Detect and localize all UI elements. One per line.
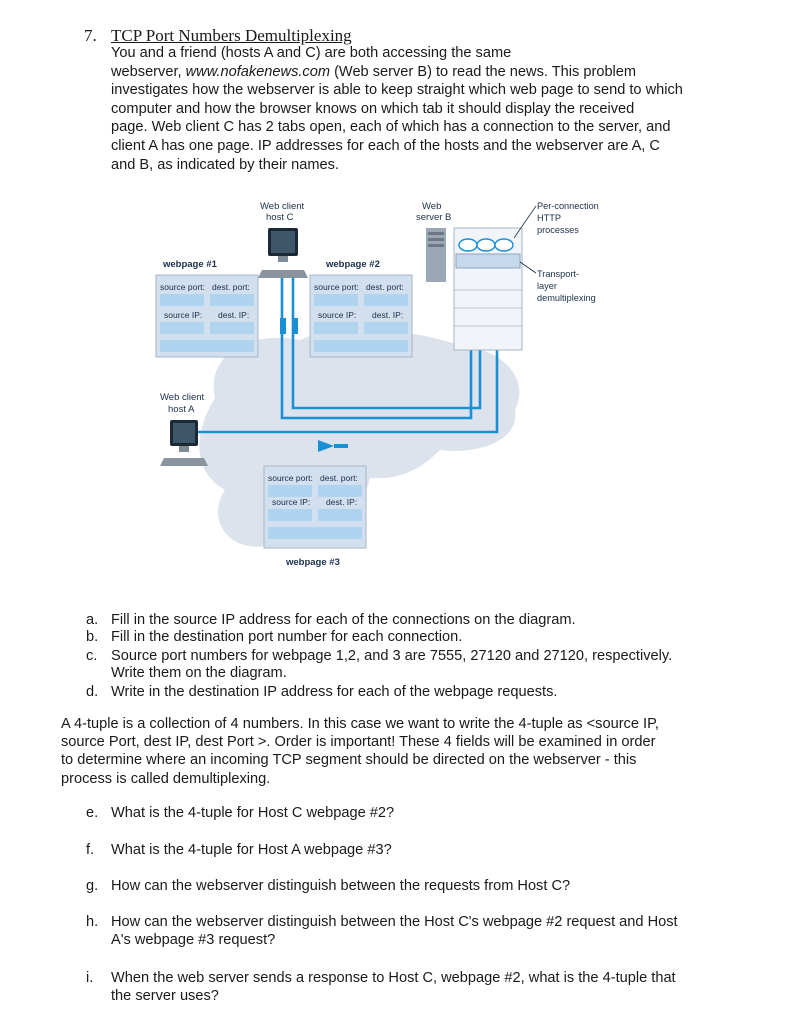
- webpage3-dest-ip-label: dest. IP:: [326, 497, 357, 507]
- question-i-text-2: the server uses?: [111, 988, 219, 1004]
- website-url: www.nofakenews.com: [185, 63, 331, 80]
- question-h-text-2: A's webpage #3 request?: [111, 932, 276, 948]
- webpage1-dest-ip-label: dest. IP:: [218, 310, 249, 320]
- web-client-c-label: Web client: [260, 201, 305, 212]
- paragraph-line-1: A 4-tuple is a collection of 4 numbers. …: [61, 716, 659, 732]
- intro-line-3: investigates how the webserver is able t…: [111, 82, 683, 99]
- paragraph-line-4: process is called demultiplexing.: [61, 770, 271, 787]
- problem-title: 7. TCP Port Numbers Demultiplexing: [84, 26, 352, 46]
- question-b-letter: b.: [86, 629, 99, 645]
- webpage2-source-ip-label: source IP:: [318, 310, 356, 320]
- intro-line-7: and B, as indicated by their names.: [111, 156, 339, 173]
- webpage2-source-port-label: source port:: [314, 282, 359, 292]
- server-tower-icon: [426, 228, 446, 282]
- webpage3-segment: source port: dest. port: source IP: dest…: [263, 465, 367, 549]
- transport-pointer: [519, 261, 537, 274]
- intro-line-2-pre: webserver,: [111, 63, 186, 80]
- webpage3-source-port-label: source port:: [268, 473, 313, 483]
- question-c-text-2: Write them on the diagram.: [111, 665, 287, 681]
- flow-arrows: [280, 318, 348, 452]
- web-server-b-label-2: server B: [416, 212, 451, 223]
- transport-label: Transport-: [537, 269, 579, 279]
- host-c-computer-icon: [258, 228, 308, 278]
- web-client-a-label: Web client: [160, 392, 205, 403]
- intro-line-4: computer and how the browser knows on wh…: [111, 100, 635, 117]
- web-client-a-label-2: host A: [168, 404, 195, 415]
- transport-layer-bar: [455, 253, 521, 269]
- arrow-shaft: [334, 444, 348, 448]
- question-h-letter: h.: [86, 914, 99, 930]
- question-g-letter: g.: [86, 878, 99, 894]
- question-f-letter: f.: [86, 842, 95, 858]
- arrow-icon-2: [280, 318, 286, 334]
- question-b-text: Fill in the destination port number for …: [111, 629, 463, 645]
- question-e-letter: e.: [86, 805, 99, 821]
- webpage1-source-port-label: source port:: [160, 282, 205, 292]
- question-d-letter: d.: [86, 684, 99, 700]
- question-a-text: Fill in the source IP address for each o…: [111, 612, 576, 628]
- transport-label-3: demultiplexing: [537, 293, 596, 303]
- web-server-b-label: Web: [422, 201, 441, 212]
- webpage2-label: webpage #2: [325, 259, 380, 270]
- problem-intro: You and a friend (hosts A and C) are bot…: [111, 44, 751, 174]
- per-connection-label-2: HTTP: [537, 213, 561, 223]
- question-e-text: What is the 4-tuple for Host C webpage #…: [111, 805, 395, 821]
- webpage1-source-ip-label: source IP:: [164, 310, 202, 320]
- webpage3-dest-port-label: dest. port:: [320, 473, 358, 483]
- web-client-c-label-2: host C: [266, 212, 294, 223]
- connection-line-page2: [291, 272, 482, 410]
- webpage1-dest-port-label: dest. port:: [212, 282, 250, 292]
- question-g-text: How can the webserver distinguish betwee…: [111, 878, 571, 894]
- per-connection-label: Per-connection: [537, 201, 599, 211]
- question-i-letter: i.: [86, 970, 94, 986]
- question-a-letter: a.: [86, 612, 99, 628]
- per-connection-label-3: processes: [537, 225, 579, 235]
- question-h-text: How can the webserver distinguish betwee…: [111, 914, 678, 930]
- question-f-text: What is the 4-tuple for Host A webpage #…: [111, 842, 392, 858]
- webpage3-label: webpage #3: [285, 557, 340, 568]
- host-a-computer-icon: [160, 420, 208, 466]
- paragraph-line-3: to determine where an incoming TCP segme…: [61, 752, 637, 769]
- four-tuple-paragraph: A 4-tuple is a collection of 4 numbers. …: [61, 715, 741, 788]
- arrow-icon: [318, 440, 334, 452]
- problem-title-text: TCP Port Numbers Demultiplexing: [111, 26, 352, 45]
- per-connection-pointer: [513, 205, 537, 239]
- intro-line-2-post: (Web server B) to read the news. This pr…: [330, 63, 637, 80]
- connection-line-page1: [280, 272, 473, 420]
- problem-number: 7.: [84, 26, 97, 45]
- question-i-text: When the web server sends a response to …: [111, 970, 676, 986]
- transport-label-2: layer: [537, 281, 557, 291]
- webpage3-source-ip-label: source IP:: [272, 497, 310, 507]
- webpage2-segment: source port: dest. port: source IP: dest…: [309, 274, 413, 358]
- server-panel-shelves: [454, 289, 522, 327]
- question-d-text: Write in the destination IP address for …: [111, 684, 558, 700]
- paragraph-line-2: source Port, dest IP, dest Port >. Order…: [61, 734, 656, 751]
- question-c-letter: c.: [86, 648, 98, 664]
- http-process-icons: [458, 238, 514, 252]
- question-c-text: Source port numbers for webpage 1,2, and…: [111, 648, 673, 664]
- intro-line-5: page. Web client C has 2 tabs open, each…: [111, 119, 671, 136]
- intro-line-6: client A has one page. IP addresses for …: [111, 137, 660, 154]
- webpage1-segment: source port: dest. port: source IP: dest…: [155, 274, 259, 358]
- arrow-icon-3: [292, 318, 298, 334]
- webpage1-label: webpage #1: [162, 259, 218, 270]
- intro-line-2: webserver, www.nofakenews.com (Web serve…: [111, 63, 751, 82]
- webpage2-dest-port-label: dest. port:: [366, 282, 404, 292]
- webpage2-dest-ip-label: dest. IP:: [372, 310, 403, 320]
- intro-line-1: You and a friend (hosts A and C) are bot…: [111, 45, 512, 61]
